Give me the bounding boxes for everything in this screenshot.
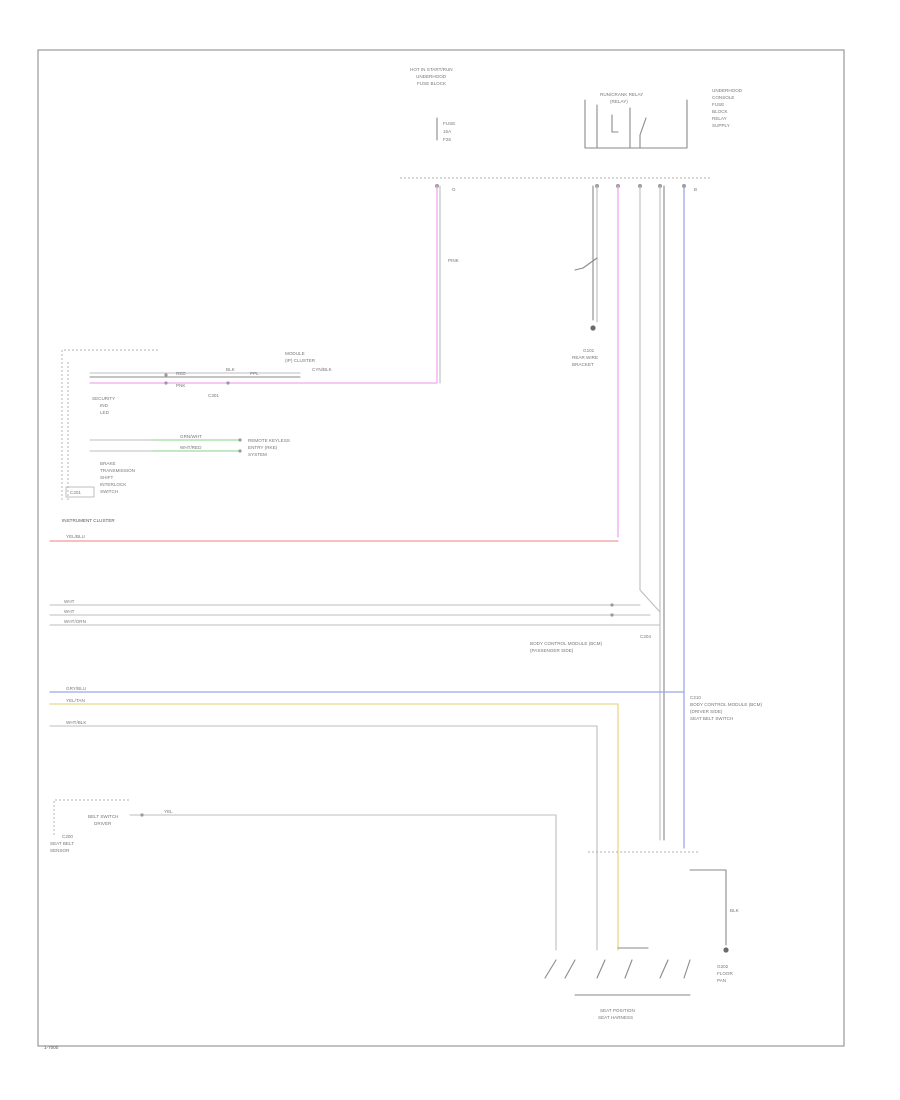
label-fuse-amp: 15A	[443, 129, 452, 134]
label-bottom-left-4: SEAT BELT	[50, 841, 74, 846]
label-fuse: FUSE	[443, 121, 455, 126]
sensor-boundary	[53, 799, 130, 835]
connector-dot	[140, 813, 144, 817]
label-wire-pink: PINK	[448, 258, 460, 263]
label-right-block-5: RELAY	[712, 116, 727, 121]
pin-label-a: G	[452, 187, 456, 192]
connector-dot	[238, 438, 242, 442]
label-right-note-2: BODY CONTROL MODULE (BCM)	[690, 702, 762, 707]
label-bottom-wire: YEL	[164, 809, 173, 814]
label-bottom-left-2: DRIVER	[94, 821, 112, 826]
label-relay-top: RUN/CRANK RELAY	[600, 92, 643, 97]
label-cluster-row1-d: PPL	[250, 371, 259, 376]
label-splice-right-1: C204	[640, 634, 651, 639]
label-fuse-block: FUSE BLOCK	[417, 81, 447, 86]
wire-bottom-sensor	[129, 814, 557, 951]
diagram-frame	[37, 49, 845, 1047]
label-splice-right-3: (PASSENGER SIDE)	[530, 648, 574, 653]
label-cluster-box-1: BRAKE	[100, 461, 116, 466]
label-cluster-title: INSTRUMENT CLUSTER	[62, 518, 115, 523]
label-cluster-module-2: (IP) CLUSTER	[285, 358, 316, 363]
label-right-block-1: UNDERHOOD	[712, 88, 743, 93]
label-cluster-green-1: GRN/WHT	[180, 434, 202, 439]
connector-dot	[226, 381, 230, 385]
switch-bank	[544, 947, 691, 979]
label-fuse-id: F26	[443, 137, 451, 142]
label-cluster-module-1: MODULE	[285, 351, 305, 356]
label-row-gray-4: WHT/BLK	[66, 720, 87, 725]
label-cluster-side-2: IND	[100, 403, 109, 408]
ground-symbol	[590, 325, 596, 331]
label-bottom-ground-4: PAN	[717, 978, 726, 983]
wire-yellow	[49, 703, 619, 951]
wire-gray-v1	[639, 185, 661, 613]
switch-symbol	[574, 257, 598, 271]
cluster-box-id-frame	[65, 486, 95, 498]
label-hot-in-start: HOT IN START/RUN	[410, 67, 453, 72]
label-cluster-row2-a: PNK	[176, 383, 186, 388]
label-row-gray-1: WHT	[64, 599, 75, 604]
label-cluster-box-3: SHIFT	[100, 475, 113, 480]
label-row-blue: GRY/BLU	[66, 686, 86, 691]
label-row-gray-2: WHT	[64, 609, 75, 614]
label-row-gray-3: WHT/ORN	[64, 619, 86, 624]
label-cluster-side-3: LED	[100, 410, 110, 415]
label-green-note-2: ENTRY (RKE)	[248, 445, 278, 450]
label-right-block-3: FUSE	[712, 102, 724, 107]
label-bottom-left-1: BELT SWITCH	[88, 814, 118, 819]
wire-gray-cluster-1	[89, 439, 153, 452]
label-cluster-box-5: SWITCH	[100, 489, 118, 494]
connector-dot	[238, 449, 242, 453]
label-right-block-4: BLOCK	[712, 109, 729, 114]
label-relay-top-2: (RELAY)	[610, 99, 628, 104]
label-bottom-ground-3: FLOOR	[717, 971, 734, 976]
label-green-note-3: SYSTEM	[248, 452, 267, 457]
label-bottom-left-5: SENSOR	[50, 848, 70, 853]
label-right-note-4: SEAT BELT SWITCH	[690, 716, 733, 721]
label-cluster-green-2: WHT/RED	[180, 445, 202, 450]
label-cluster-row1-b: BLK	[226, 367, 236, 372]
label-cluster-box-id: C201	[70, 490, 81, 495]
connector-dot	[164, 373, 168, 377]
wire-gray-row-4	[49, 725, 598, 951]
ground-symbol-bottom	[723, 947, 729, 953]
label-corner: 1-7000	[44, 1045, 59, 1050]
connector-dot	[610, 603, 614, 607]
label-cluster-row1-a: RED	[176, 371, 186, 376]
wire-bottom-ground	[689, 869, 727, 946]
label-bottom-ground-2: G202	[717, 964, 729, 969]
label-ground-1: G101	[583, 348, 595, 353]
pin-label-b: B	[694, 187, 697, 192]
label-row-yellow: YEL/TAN	[66, 698, 85, 703]
label-right-note-1: C210	[690, 695, 701, 700]
connector-dot	[610, 613, 614, 617]
label-row-red: YEL/BLU	[66, 534, 85, 539]
label-cluster-side-1: SECURITY	[92, 396, 115, 401]
label-underhood: UNDERHOOD	[416, 74, 447, 79]
cluster-boundary	[61, 349, 160, 500]
label-cluster-box-2: TRANSMISSION	[100, 468, 135, 473]
label-green-note-1: REMOTE KEYLESS	[248, 438, 290, 443]
wire-pink-vertical	[89, 185, 438, 384]
label-ground-3: BRACKET	[572, 362, 594, 367]
label-cluster-box-4: INTERLOCK	[100, 482, 127, 487]
label-bottom-left-3: C200	[62, 834, 73, 839]
label-right-block-2: CONSOLE	[712, 95, 734, 100]
relay-switch	[596, 104, 647, 149]
label-bottom-ground-1: BLK	[730, 908, 740, 913]
relay-box	[584, 99, 688, 149]
label-cluster-row1-c: CYN/BLK	[312, 367, 333, 372]
label-splice-right-2: BODY CONTROL MODULE (BCM)	[530, 641, 602, 646]
label-right-block-6: SUPPLY	[712, 123, 730, 128]
label-right-note-3: (DRIVER SIDE)	[690, 709, 723, 714]
label-ground-2: REAR WIRE	[572, 355, 598, 360]
label-bottom-center-1: SEAT POSITION	[600, 1008, 635, 1013]
connector-dot	[164, 381, 168, 385]
label-bottom-center-2: SEAT HARNESS	[598, 1015, 633, 1020]
label-cluster-row2-b: C301	[208, 393, 219, 398]
